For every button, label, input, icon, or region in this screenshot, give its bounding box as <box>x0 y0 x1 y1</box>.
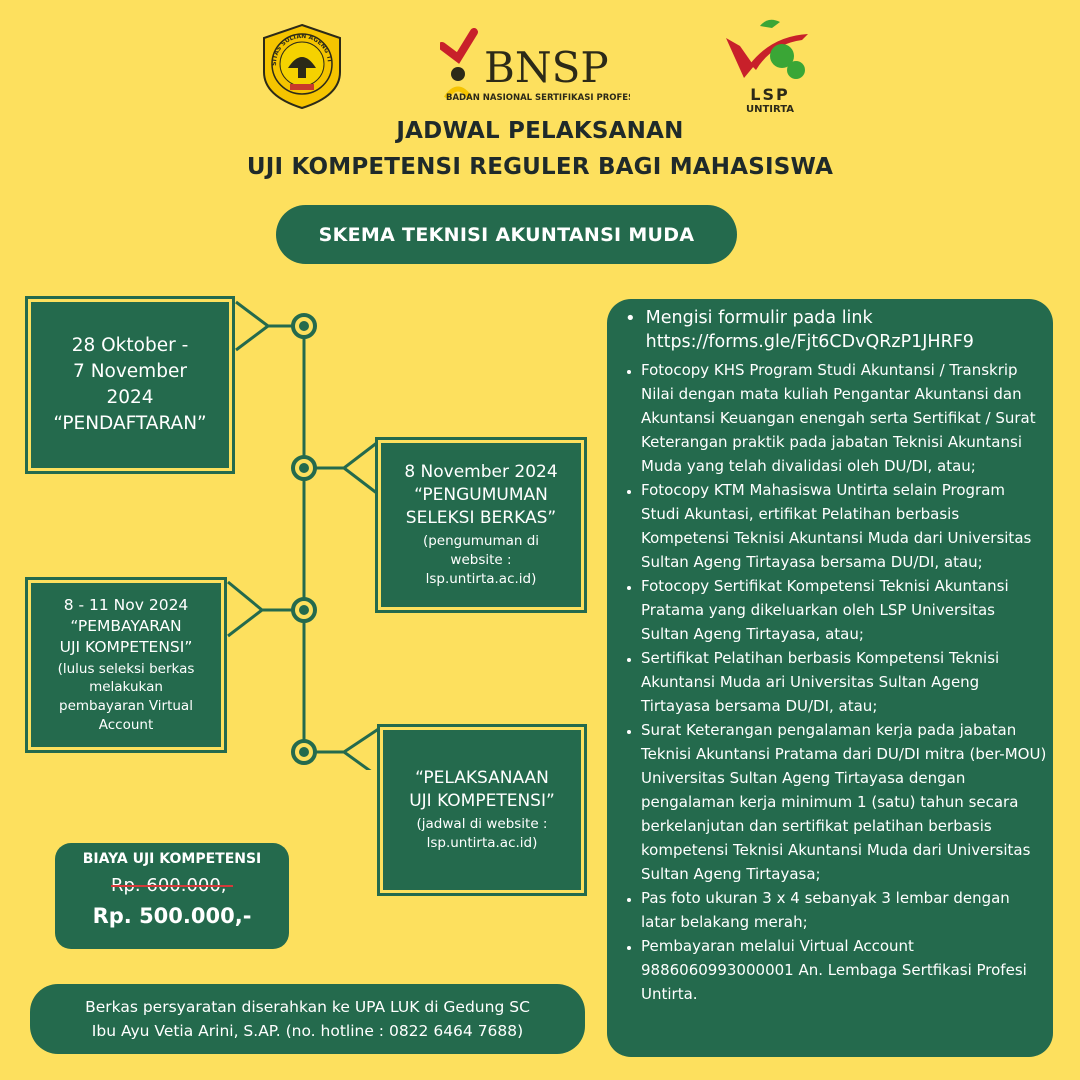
timeline-announcement-text: 8 November 2024 “PENGUMUMAN SELEKSI BERK… <box>404 462 558 529</box>
submission-note: Berkas persyaratan diserahkan ke UPA LUK… <box>30 984 585 1054</box>
connector-2 <box>316 440 379 470</box>
untirta-logo: UNIVERSITAS SULTAN AGENG TIRTAYASA <box>258 22 341 110</box>
requirements-list: Fotocopy KHS Program Studi Akuntansi / T… <box>621 358 1047 1006</box>
timeline-announcement: 8 November 2024 “PENGUMUMAN SELEKSI BERK… <box>375 437 587 613</box>
form-link[interactable]: https://forms.gle/Fjt6CDvQRzP1JHRF9 <box>645 331 974 352</box>
fee-old-price: Rp. 600.000,- <box>110 875 234 896</box>
timeline-execution-text: “PELAKSANAAN UJI KOMPETENSI” <box>409 768 555 812</box>
connector-3 <box>227 580 292 612</box>
requirement-item: Pas foto ukuran 3 x 4 sebanyak 3 lembar … <box>641 886 1047 934</box>
lsp-untirta-logo: LSP UNTIRTA <box>726 19 808 115</box>
timeline-payment-note: (lulus seleksi berkas melakukan pembayar… <box>57 660 195 734</box>
requirement-form-link: • Mengisi formulir pada link https://for… <box>621 307 1047 354</box>
fee-title: BIAYA UJI KOMPETENSI <box>82 851 262 867</box>
timeline-execution: “PELAKSANAAN UJI KOMPETENSI” (jadwal di … <box>377 724 587 896</box>
connector-4 <box>316 726 381 754</box>
timeline-payment-text: 8 - 11 Nov 2024 “PEMBAYARAN UJI KOMPETEN… <box>59 595 193 656</box>
bnsp-logo-subtitle: BADAN NASIONAL SERTIFIKASI PROFESI <box>446 93 630 103</box>
timeline-connector <box>227 300 381 770</box>
title-line-1: JADWAL PELAKSANAN <box>396 118 684 144</box>
scheme-badge: SKEMA TEKNISI AKUNTANSI MUDA <box>276 205 737 264</box>
timeline-execution-note: (jadwal di website : lsp.untirta.ac.id) <box>416 816 548 851</box>
connector-1 <box>235 300 292 328</box>
fee-new-price: Rp. 500.000,- <box>92 904 252 928</box>
requirement-item: Fotocopy KTM Mahasiswa Untirta selain Pr… <box>641 478 1047 574</box>
requirements-panel: • Mengisi formulir pada link https://for… <box>607 299 1053 1057</box>
requirement-form-text: Mengisi formulir pada link <box>645 308 873 328</box>
timeline-registration-text: 28 Oktober - 7 November 2024 “PENDAFTARA… <box>53 335 207 434</box>
requirement-item: Fotocopy Sertifikat Kompetensi Teknisi A… <box>641 574 1047 646</box>
lsp-logo-name: LSP <box>750 85 789 104</box>
requirement-item: Surat Keterangan pengalaman kerja pada j… <box>641 718 1047 886</box>
timeline-registration: 28 Oktober - 7 November 2024 “PENDAFTARA… <box>25 296 235 474</box>
bnsp-logo: BNSP BADAN NASIONAL SERTIFIKASI PROFESI <box>440 28 630 103</box>
bnsp-logo-name: BNSP <box>484 43 609 92</box>
bullet-icon: • <box>625 308 636 329</box>
requirement-item: Fotocopy KHS Program Studi Akuntansi / T… <box>641 358 1047 478</box>
submission-note-line-2: Ibu Ayu Vetia Arini, S.AP. (no. hotline … <box>91 1022 524 1040</box>
title-line-2: UJI KOMPETENSI REGULER BAGI MAHASISWA <box>246 154 834 180</box>
requirement-item: Sertifikat Pelatihan berbasis Kompetensi… <box>641 646 1047 718</box>
lsp-logo-subtitle: UNTIRTA <box>746 104 794 115</box>
requirement-item: Pembayaran melalui Virtual Account 98860… <box>641 934 1047 1006</box>
timeline-announcement-note: (pengumuman di website : lsp.untirta.ac.… <box>422 533 540 587</box>
fee-box: BIAYA UJI KOMPETENSI Rp. 600.000,- Rp. 5… <box>55 843 289 949</box>
timeline-payment: 8 - 11 Nov 2024 “PEMBAYARAN UJI KOMPETEN… <box>25 577 227 753</box>
submission-note-line-1: Berkas persyaratan diserahkan ke UPA LUK… <box>85 997 530 1016</box>
